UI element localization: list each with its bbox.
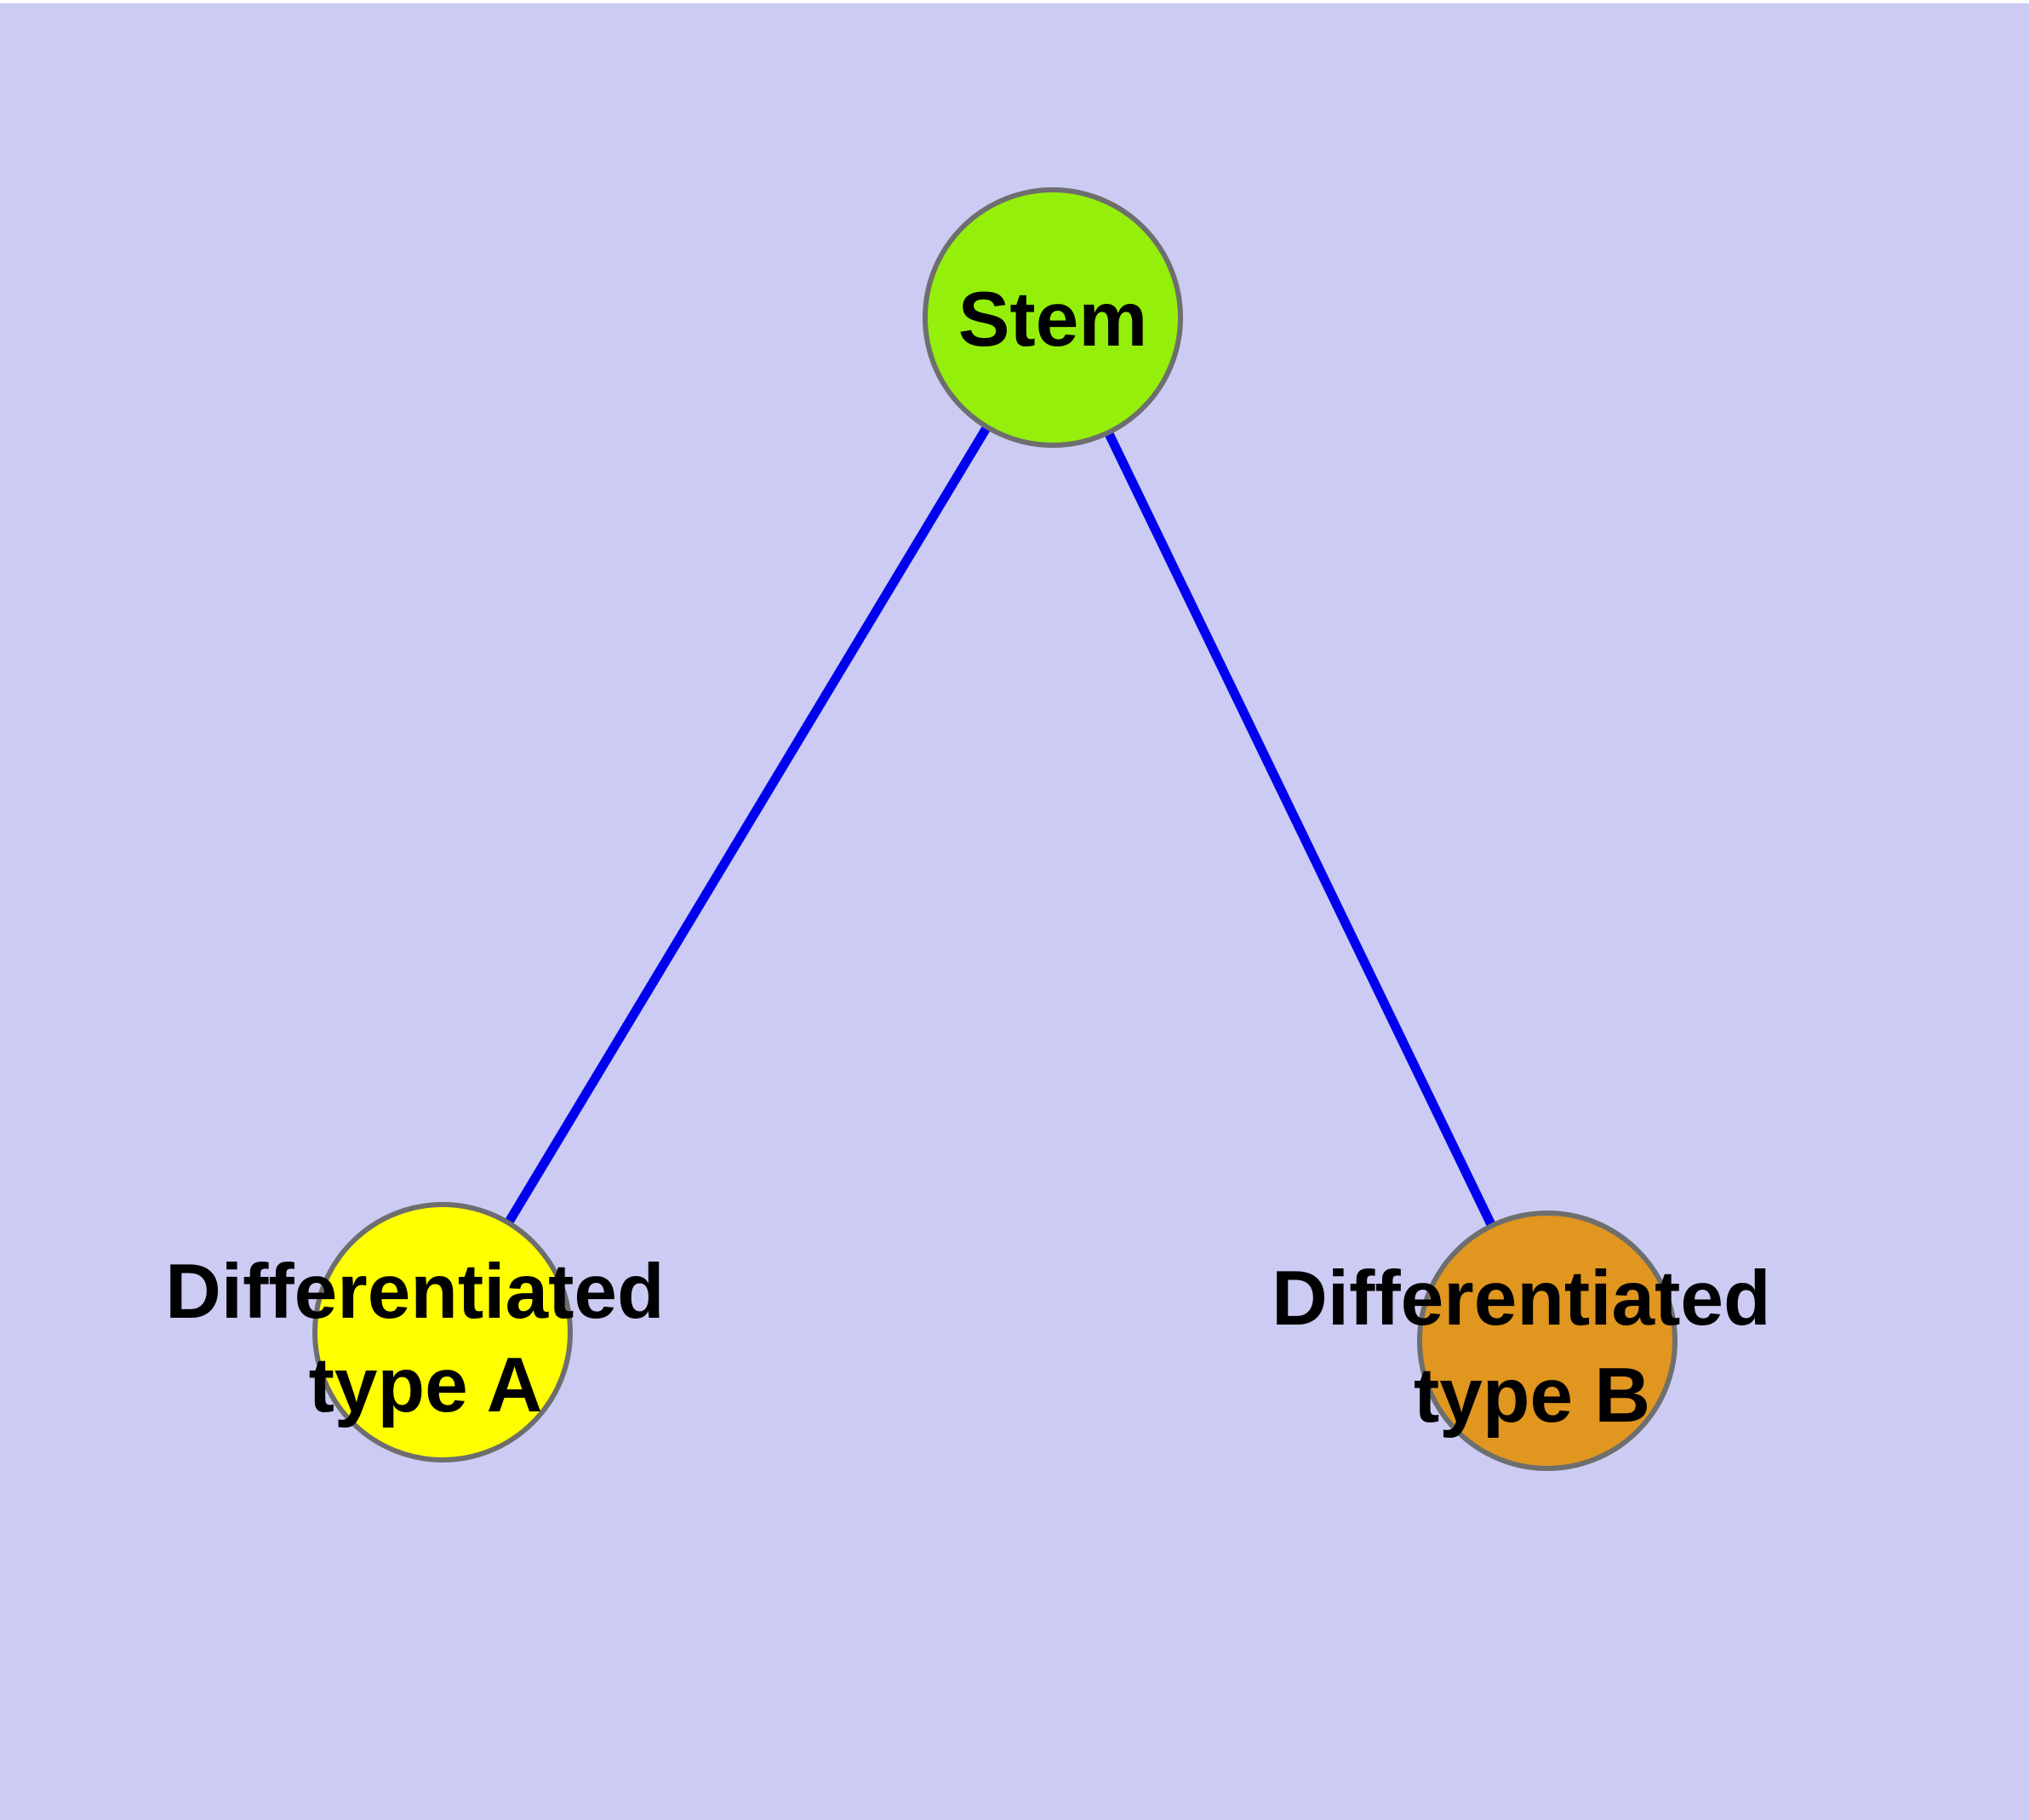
- node-differentiated-type-a: [312, 1202, 573, 1462]
- node-type-a-label: Differentiated type A: [165, 1249, 686, 1428]
- edge-stem-to-type-b: [1049, 315, 1552, 1343]
- top-margin-strip: [0, 0, 2029, 3]
- node-stem: [923, 187, 1183, 448]
- edge-stem-to-type-a: [438, 315, 1057, 1335]
- node-type-b-label-line2: type B: [1414, 1353, 1650, 1439]
- node-type-b-label-line1: Differentiated: [1272, 1256, 1771, 1342]
- node-stem-label-line: Stem: [958, 277, 1148, 363]
- node-type-b-label: Differentiated type B: [1272, 1256, 1792, 1439]
- node-type-a-label-line2: type A: [309, 1342, 543, 1428]
- node-type-a-label-line1: Differentiated: [165, 1249, 665, 1335]
- node-differentiated-type-b: [1417, 1210, 1677, 1471]
- node-stem-label: Stem: [958, 277, 1148, 363]
